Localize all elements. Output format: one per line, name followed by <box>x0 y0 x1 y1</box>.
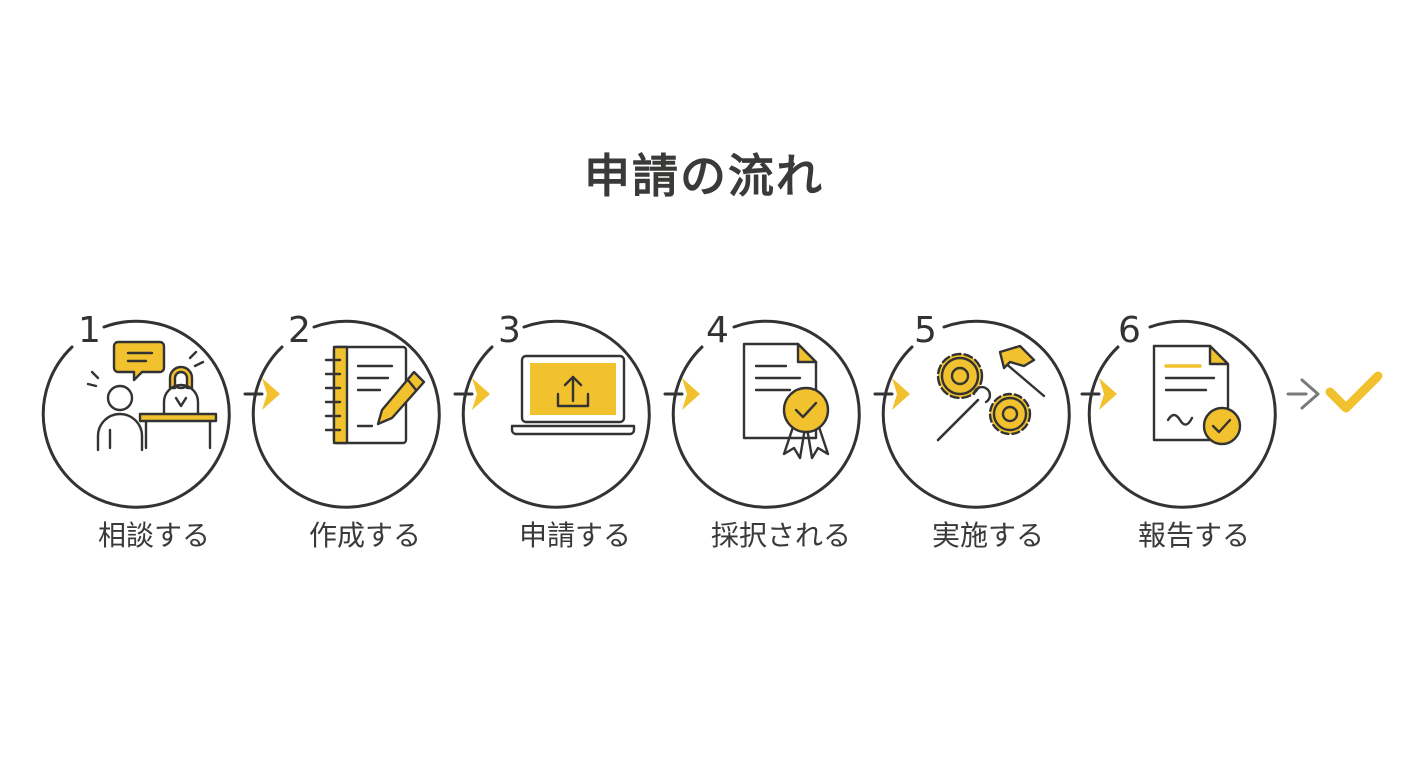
gears-tools-icon <box>936 344 1046 442</box>
step-1: 1 <box>41 310 231 509</box>
step-6: 6 <box>1087 310 1277 509</box>
step-number: 4 <box>706 310 729 351</box>
final-connector-arrow <box>1286 378 1320 410</box>
connector-arrow <box>243 378 280 410</box>
step-circle <box>671 319 861 509</box>
step-label-4: 採択される <box>710 519 851 552</box>
certificate-badge-icon <box>742 342 830 460</box>
step-5: 5 <box>881 310 1071 509</box>
consultation-icon <box>86 340 218 452</box>
report-check-icon <box>1152 344 1242 446</box>
step-circle <box>881 319 1071 509</box>
step-number: 3 <box>498 310 521 351</box>
step-circle <box>251 319 441 509</box>
step-circle <box>461 319 651 509</box>
step-number: 5 <box>914 310 937 351</box>
connector-arrow <box>663 378 700 410</box>
laptop-upload-icon <box>510 354 636 436</box>
checkmark-icon <box>1325 371 1383 413</box>
step-label-2: 作成する <box>308 519 421 552</box>
step-label-3: 申請する <box>518 519 631 552</box>
step-label-5: 実施する <box>931 519 1044 552</box>
page-title: 申請の流れ <box>584 149 824 203</box>
connector-arrow <box>453 378 490 410</box>
connector-arrow <box>873 378 910 410</box>
step-label-1: 相談する <box>97 519 210 552</box>
step-number: 1 <box>78 310 101 351</box>
step-circle <box>41 319 231 509</box>
step-label-6: 報告する <box>1137 519 1250 552</box>
step-3: 3 <box>461 310 651 509</box>
notebook-pencil-icon <box>324 345 426 445</box>
step-4: 4 <box>671 310 861 509</box>
step-number: 2 <box>288 310 311 351</box>
step-circle <box>1087 319 1277 509</box>
step-2: 2 <box>251 310 441 509</box>
connector-arrow <box>1080 378 1117 410</box>
step-number: 6 <box>1118 310 1141 351</box>
